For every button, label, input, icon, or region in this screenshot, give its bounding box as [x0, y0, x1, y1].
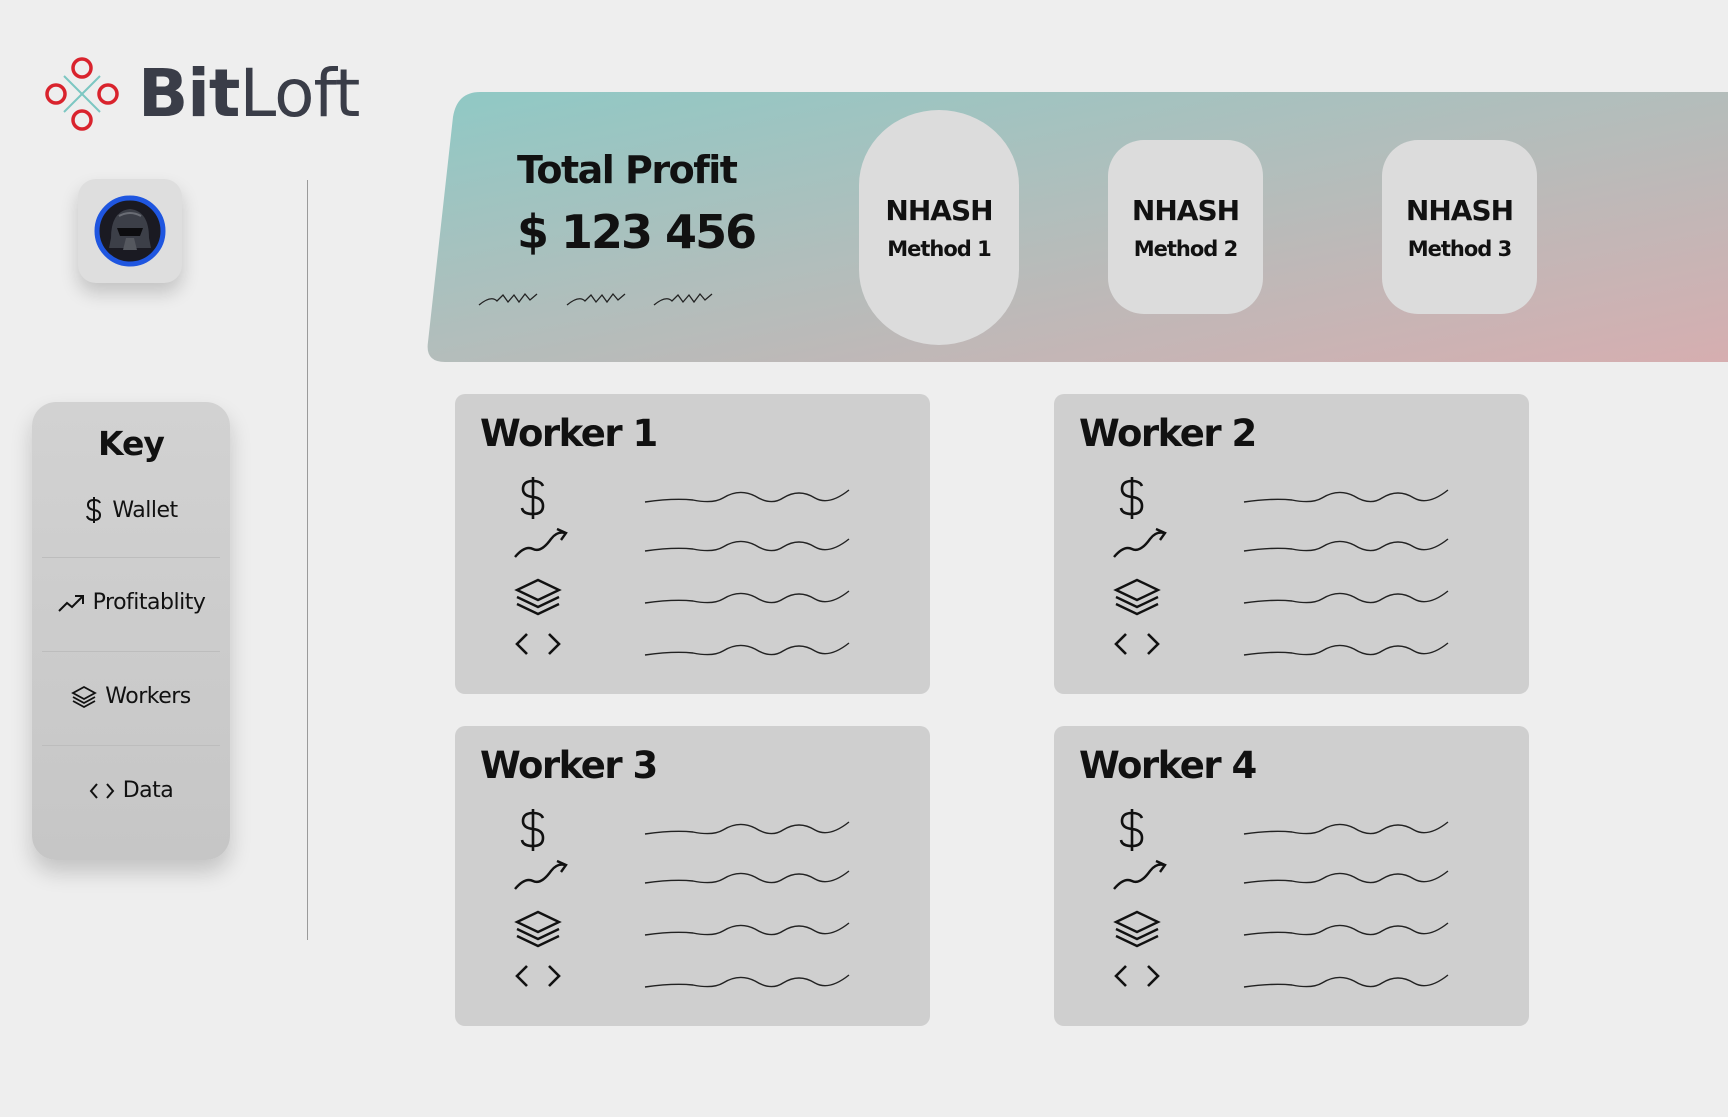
key-separator — [42, 745, 220, 746]
worker-metric-row — [455, 808, 930, 858]
metric-sparkline — [1242, 865, 1452, 895]
worker-card-1[interactable]: Worker 1 — [455, 394, 930, 694]
metric-sparkline — [1242, 637, 1452, 667]
sparkline-squiggles — [478, 292, 713, 306]
worker-metric-row — [1054, 577, 1529, 627]
trending-up-icon — [1112, 857, 1168, 897]
worker-metric-row — [1054, 476, 1529, 526]
worker-title: Worker 4 — [1079, 744, 1257, 787]
worker-card-2[interactable]: Worker 2 — [1054, 394, 1529, 694]
method-name: NHASH — [885, 194, 993, 227]
metric-sparkline — [643, 816, 853, 846]
brand-name-light: Loft — [239, 55, 360, 132]
method-name: NHASH — [1405, 193, 1514, 227]
user-avatar-button[interactable] — [78, 179, 182, 283]
worker-metric-row — [455, 857, 930, 907]
worker-metric-row — [455, 476, 930, 526]
method-card-1[interactable]: NHASH Method 1 — [859, 110, 1019, 345]
worker-card-3[interactable]: Worker 3 — [455, 726, 930, 1026]
total-profit-label: Total Profit — [517, 148, 738, 192]
key-item-workers[interactable]: Workers — [32, 684, 230, 709]
worker-metric-row — [1054, 909, 1529, 959]
diamond-rings-icon — [45, 57, 119, 131]
worker-title: Worker 2 — [1079, 412, 1257, 455]
key-legend-panel: Key Wallet Profitablity Workers Data — [32, 402, 230, 860]
worker-metric-row — [1054, 808, 1529, 858]
key-item-profitability[interactable]: Profitablity — [32, 590, 230, 615]
key-item-label: Wallet — [112, 497, 178, 523]
key-separator — [42, 651, 220, 652]
metric-sparkline — [1242, 533, 1452, 563]
dollar-icon — [86, 497, 102, 523]
code-icon — [1112, 629, 1162, 663]
metric-sparkline — [643, 637, 853, 667]
worker-title: Worker 3 — [480, 744, 658, 787]
metric-sparkline — [1242, 585, 1452, 615]
total-profit-value: $ 123 456 — [517, 205, 757, 259]
metric-sparkline — [643, 917, 853, 947]
method-card-3[interactable]: NHASH Method 3 — [1382, 140, 1537, 314]
layers-icon — [513, 909, 563, 953]
code-icon — [1112, 961, 1162, 995]
trending-up-icon — [1112, 525, 1168, 565]
key-item-label: Data — [122, 778, 174, 803]
key-separator — [42, 557, 220, 558]
code-icon — [89, 782, 115, 799]
method-label: Method 1 — [887, 237, 992, 261]
code-icon — [513, 629, 563, 663]
dollar-icon — [513, 476, 553, 524]
worker-metric-row — [1054, 629, 1529, 679]
worker-metric-row — [455, 961, 930, 1011]
key-title: Key — [98, 424, 165, 463]
layers-icon — [71, 685, 98, 708]
metric-sparkline — [1242, 484, 1452, 514]
trending-up-icon — [57, 594, 84, 612]
metric-sparkline — [1242, 917, 1452, 947]
user-avatar-icon — [94, 195, 166, 267]
key-item-label: Profitablity — [92, 590, 206, 615]
worker-metric-row — [455, 577, 930, 627]
brand-name: BitLoft — [138, 61, 360, 127]
worker-metric-row — [455, 909, 930, 959]
dollar-icon — [1112, 476, 1152, 524]
key-item-data[interactable]: Data — [32, 778, 230, 803]
worker-metric-row — [455, 525, 930, 575]
trending-up-icon — [513, 857, 569, 897]
dollar-icon — [1112, 808, 1152, 856]
key-item-label: Workers — [105, 684, 191, 709]
worker-metric-row — [1054, 525, 1529, 575]
metric-sparkline — [1242, 816, 1452, 846]
key-item-wallet[interactable]: Wallet — [32, 496, 230, 524]
metric-sparkline — [643, 484, 853, 514]
sidebar-divider — [307, 180, 308, 940]
worker-card-4[interactable]: Worker 4 — [1054, 726, 1529, 1026]
code-icon — [513, 961, 563, 995]
trending-up-icon — [513, 525, 569, 565]
worker-metric-row — [1054, 857, 1529, 907]
brand-name-bold: Bit — [138, 55, 240, 132]
metric-sparkline — [643, 865, 853, 895]
method-label: Method 2 — [1133, 236, 1239, 261]
metric-sparkline — [643, 585, 853, 615]
worker-title: Worker 1 — [480, 412, 658, 455]
method-label: Method 3 — [1407, 236, 1513, 261]
method-name: NHASH — [1131, 193, 1240, 227]
method-card-2[interactable]: NHASH Method 2 — [1108, 140, 1263, 314]
metric-sparkline — [1242, 969, 1452, 999]
worker-metric-row — [455, 629, 930, 679]
layers-icon — [1112, 577, 1162, 621]
metric-sparkline — [643, 533, 853, 563]
layers-icon — [513, 577, 563, 621]
dollar-icon — [513, 808, 553, 856]
worker-metric-row — [1054, 961, 1529, 1011]
layers-icon — [1112, 909, 1162, 953]
metric-sparkline — [643, 969, 853, 999]
brand-logo[interactable]: BitLoft — [44, 56, 360, 132]
